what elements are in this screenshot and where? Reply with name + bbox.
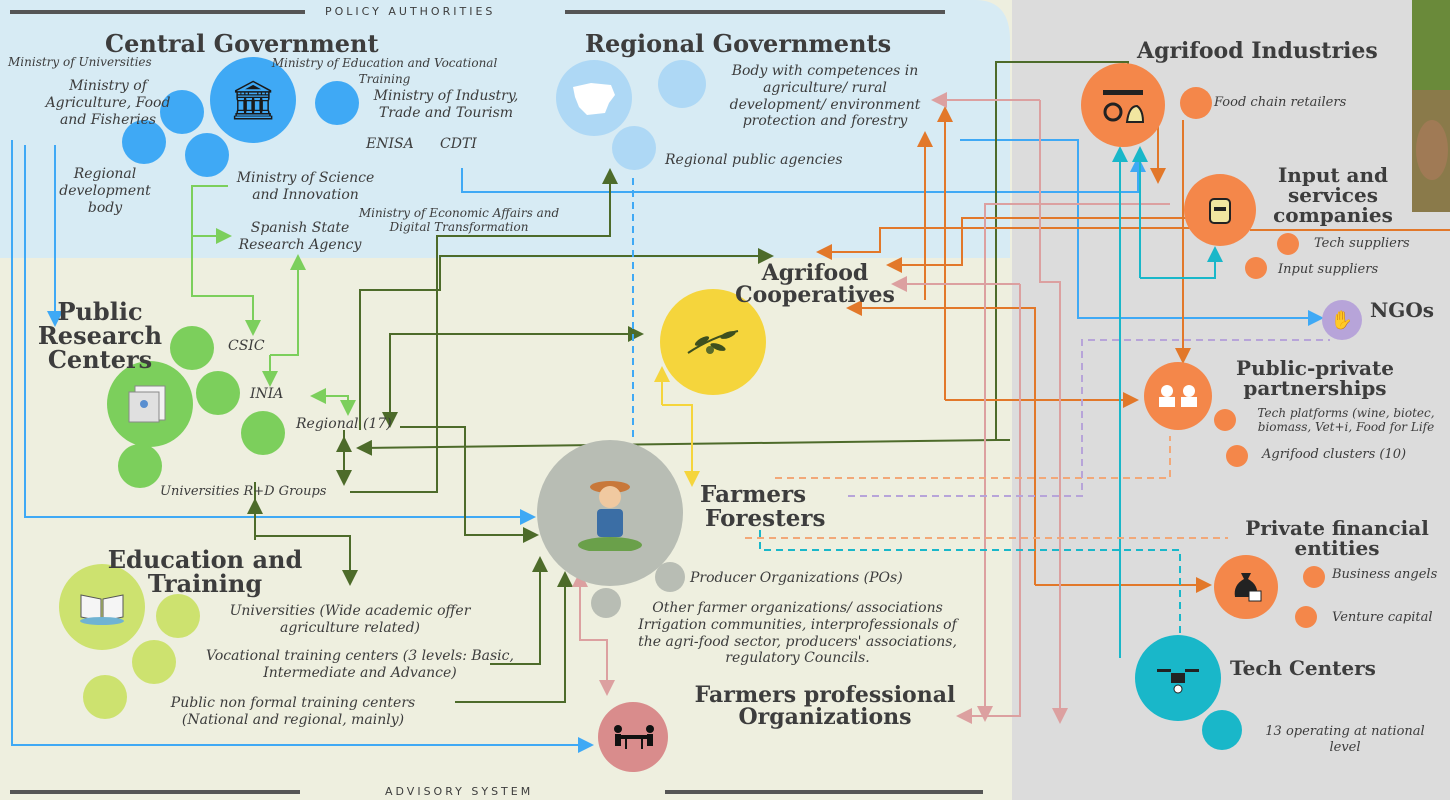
agrifood-clusters-text: Agrifood clusters (10)	[1262, 447, 1407, 462]
central-government-icon-circle	[210, 57, 296, 143]
farmers-professional-title: Farmers professional Organizations	[694, 682, 956, 730]
food-processing-icon	[1098, 83, 1148, 127]
ministry-agriculture-text: Ministry of Agriculture, Food and Fisher…	[45, 78, 171, 128]
globe-hand-icon: ✋	[1330, 309, 1354, 331]
private-region	[1012, 0, 1450, 800]
band-advisory-system: ADVISORY SYSTEM	[385, 785, 534, 798]
input-services-title: Input and services companies	[1273, 163, 1393, 227]
regional-agencies-text: Regional public agencies	[665, 152, 843, 168]
ministry-industry-text: Ministry of Industry, Trade and Tourism	[373, 88, 519, 121]
tech-centers-operating-text: 13 operating at national level	[1265, 724, 1425, 755]
ppp-title: Public-private partnerships	[1236, 356, 1394, 400]
producer-orgs-text: Producer Organizations (POs)	[690, 570, 903, 586]
csic-text: CSIC	[228, 338, 265, 354]
ministry-science-text: Ministry of Science and Innovation	[236, 170, 375, 203]
tech-platforms-text: Tech platforms (wine, biotec, biomass, V…	[1257, 406, 1435, 435]
farmer-icon	[574, 472, 646, 552]
cooperatives-title: Agrifood Cooperatives	[735, 260, 895, 308]
tech-suppliers-text: Tech suppliers	[1314, 236, 1410, 251]
farmers-title: Farmers	[700, 481, 807, 508]
regional-development-body-text: Regional development body	[59, 166, 151, 216]
handshake-icon	[1154, 382, 1202, 410]
vocational-text: Vocational training centers (3 levels: B…	[206, 648, 514, 681]
agrifood-industries-title: Agrifood Industries	[1137, 38, 1378, 64]
financial-title: Private financial entities	[1245, 516, 1429, 560]
regional-governments-title: Regional Governments	[585, 29, 892, 58]
sack-icon	[1205, 194, 1235, 226]
foresters-title: Foresters	[705, 505, 826, 532]
drone-icon	[1152, 658, 1204, 698]
olive-branch-icon	[683, 322, 743, 362]
band-policy-authorities: POLICY AUTHORITIES	[325, 5, 496, 18]
ministry-economic-text: Ministry of Economic Affairs and Digital…	[358, 206, 560, 235]
ministry-education-line-a: Ministry of Education and Vocational	[271, 56, 498, 70]
universities-text: Universities (Wide academic offer agricu…	[229, 603, 471, 636]
education-training-title: Education and Training	[107, 545, 303, 598]
central-government-title: Central Government	[105, 29, 379, 58]
regional-body-text: Body with competences in agriculture/ ru…	[729, 63, 921, 130]
ministry-education-line-b: Training	[358, 72, 411, 86]
spanish-research-agency-text: Spanish State Research Agency	[238, 220, 362, 253]
non-formal-text: Public non formal training centers (Nati…	[170, 695, 416, 728]
open-book-icon	[76, 586, 128, 626]
meeting-table-icon	[612, 722, 656, 752]
money-bag-icon	[1228, 568, 1264, 604]
universities-rd-text: Universities R+D Groups	[160, 484, 327, 499]
inia-text: INIA	[250, 386, 284, 402]
public-research-centers-title: Public Research Centers	[37, 297, 163, 374]
ngos-title: NGOs	[1370, 298, 1435, 322]
agrifood-industries-icon-circle	[1081, 63, 1165, 147]
education-icon-circle	[59, 564, 145, 650]
government-building-icon: 🏛	[228, 77, 278, 122]
enisa-text: ENISA	[366, 136, 414, 152]
regional-17-text: Regional (17)	[296, 416, 392, 432]
other-orgs-text: Other farmer organizations/ associations…	[638, 600, 957, 667]
input-suppliers-text: Input suppliers	[1278, 262, 1379, 277]
food-chain-retailers-text: Food chain retailers	[1214, 95, 1347, 110]
business-angels-text: Business angels	[1332, 567, 1438, 582]
tech-centers-title: Tech Centers	[1230, 656, 1376, 680]
ppp-icon-circle	[1144, 362, 1212, 430]
research-documents-icon	[122, 382, 178, 426]
venture-capital-text: Venture capital	[1332, 610, 1433, 625]
ministry-universities-text: Ministry of Universities	[8, 55, 152, 69]
cdti-text: CDTI	[440, 136, 477, 152]
ngos-icon-circle	[1322, 300, 1362, 340]
cooperatives-icon-circle	[660, 289, 766, 395]
spain-map-icon	[570, 80, 618, 118]
